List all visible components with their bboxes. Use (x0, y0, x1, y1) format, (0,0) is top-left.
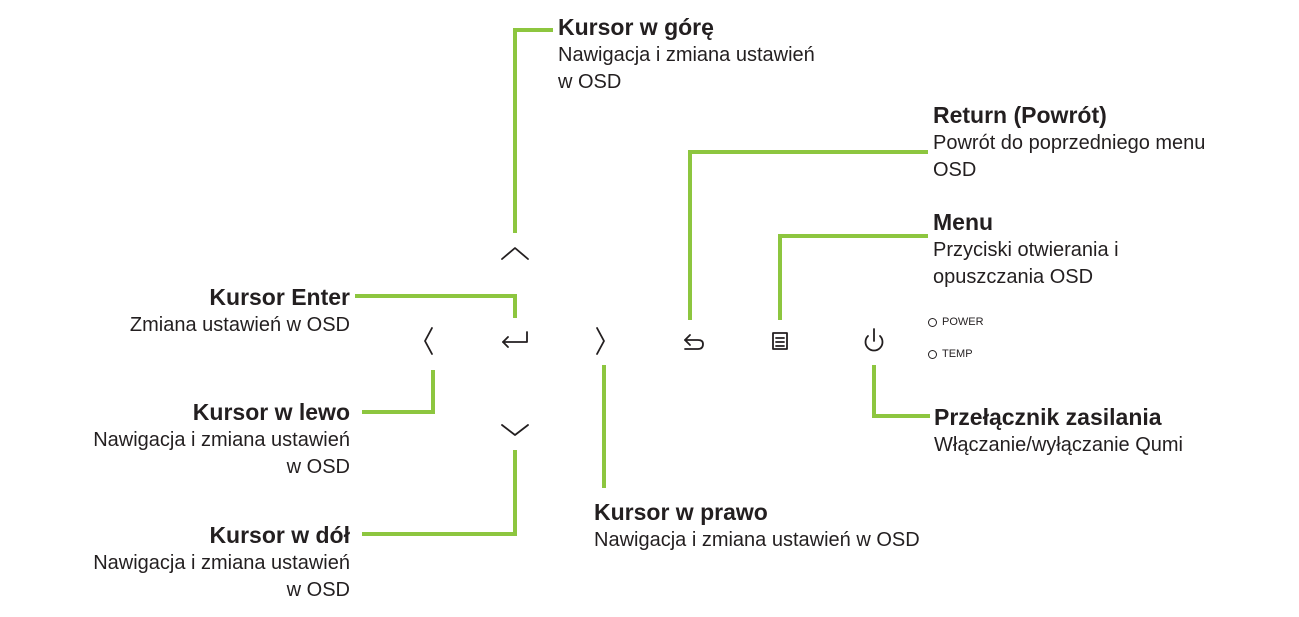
callout-return-desc-line2: OSD (933, 159, 977, 181)
callout-enter-title: Kursor Enter (209, 284, 350, 310)
callout-down-title: Kursor w dół (209, 522, 350, 548)
callout-return-title: Return (Powrót) (933, 102, 1107, 128)
leader-enter (355, 294, 517, 318)
callout-left-desc-line2: w OSD (286, 456, 350, 478)
callout-down-desc-line1: Nawigacja i zmiana ustawień (93, 552, 350, 574)
callout-enter-desc-line1: Zmiana ustawień w OSD (129, 314, 350, 336)
callout-power: Przełącznik zasilania Włączanie/wyłączan… (934, 402, 1183, 459)
callout-up-title: Kursor w górę (558, 14, 714, 40)
leader-power (872, 365, 930, 418)
chevron-up-icon (501, 247, 529, 260)
leader-down (362, 450, 517, 536)
chevron-left-icon (424, 327, 433, 355)
callout-enter: Kursor Enter Zmiana ustawień w OSD (130, 282, 350, 339)
enter-icon (502, 331, 528, 348)
callout-right-title: Kursor w prawo (594, 499, 768, 525)
chevron-down-icon (501, 424, 529, 436)
callout-return: Return (Powrót) Powrót do poprzedniego m… (933, 100, 1205, 184)
callout-left-desc-line1: Nawigacja i zmiana ustawień (93, 429, 350, 451)
callout-up-desc-line2: w OSD (558, 71, 622, 93)
return-icon (684, 334, 704, 350)
leader-left (362, 370, 435, 414)
menu-icon (772, 332, 788, 350)
callout-power-desc-line1: Włączanie/wyłączanie Qumi (934, 434, 1183, 456)
callout-down: Kursor w dół Nawigacja i zmiana ustawień… (93, 520, 350, 604)
power-led-icon (928, 317, 937, 327)
callout-menu-desc-line2: opuszczania OSD (933, 266, 1094, 288)
temp-indicator: TEMP (928, 348, 973, 360)
callout-power-title: Przełącznik zasilania (934, 404, 1162, 430)
callout-down-desc-line2: w OSD (286, 579, 350, 601)
power-indicator: POWER (928, 316, 984, 328)
chevron-right-icon (596, 327, 605, 355)
leader-return (688, 150, 928, 320)
callout-menu-desc-line1: Przyciski otwierania i (933, 239, 1119, 261)
callout-menu: Menu Przyciski otwierania i opuszczania … (933, 207, 1119, 291)
temp-indicator-label: TEMP (942, 348, 973, 360)
callout-return-desc-line1: Powrót do poprzedniego menu (933, 132, 1206, 154)
leader-up (513, 28, 553, 233)
callout-menu-title: Menu (933, 209, 994, 235)
callout-up-desc-line1: Nawigacja i zmiana ustawień (558, 44, 815, 66)
power-icon (864, 328, 884, 352)
callout-up: Kursor w górę Nawigacja i zmiana ustawie… (558, 12, 815, 96)
power-indicator-label: POWER (942, 316, 984, 328)
leader-menu (778, 234, 928, 320)
callout-right: Kursor w prawo Nawigacja i zmiana ustawi… (594, 497, 920, 554)
temp-led-icon (928, 349, 937, 359)
callout-left: Kursor w lewo Nawigacja i zmiana ustawie… (93, 397, 350, 481)
callout-left-title: Kursor w lewo (192, 399, 350, 425)
callout-right-desc-line1: Nawigacja i zmiana ustawień w OSD (594, 529, 920, 551)
